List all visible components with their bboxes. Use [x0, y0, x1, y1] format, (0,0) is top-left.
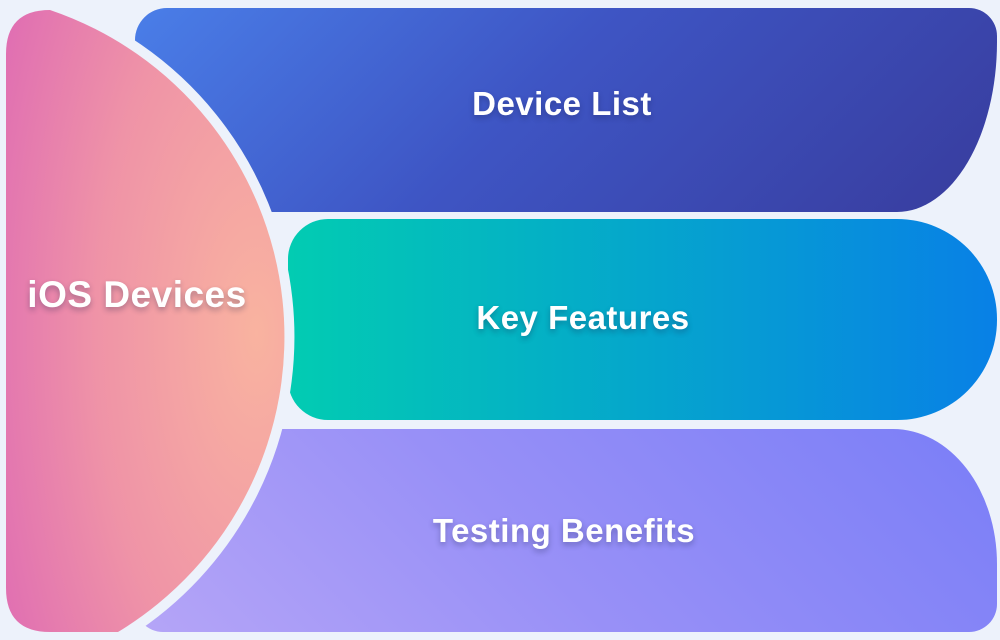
branch-label-key-features: Key Features [476, 299, 690, 336]
root-node-label: iOS Devices [27, 274, 247, 315]
branch-label-device-list: Device List [472, 85, 652, 122]
branch-shape-key-features [288, 219, 997, 420]
branch-label-testing-benefits: Testing Benefits [432, 512, 696, 549]
